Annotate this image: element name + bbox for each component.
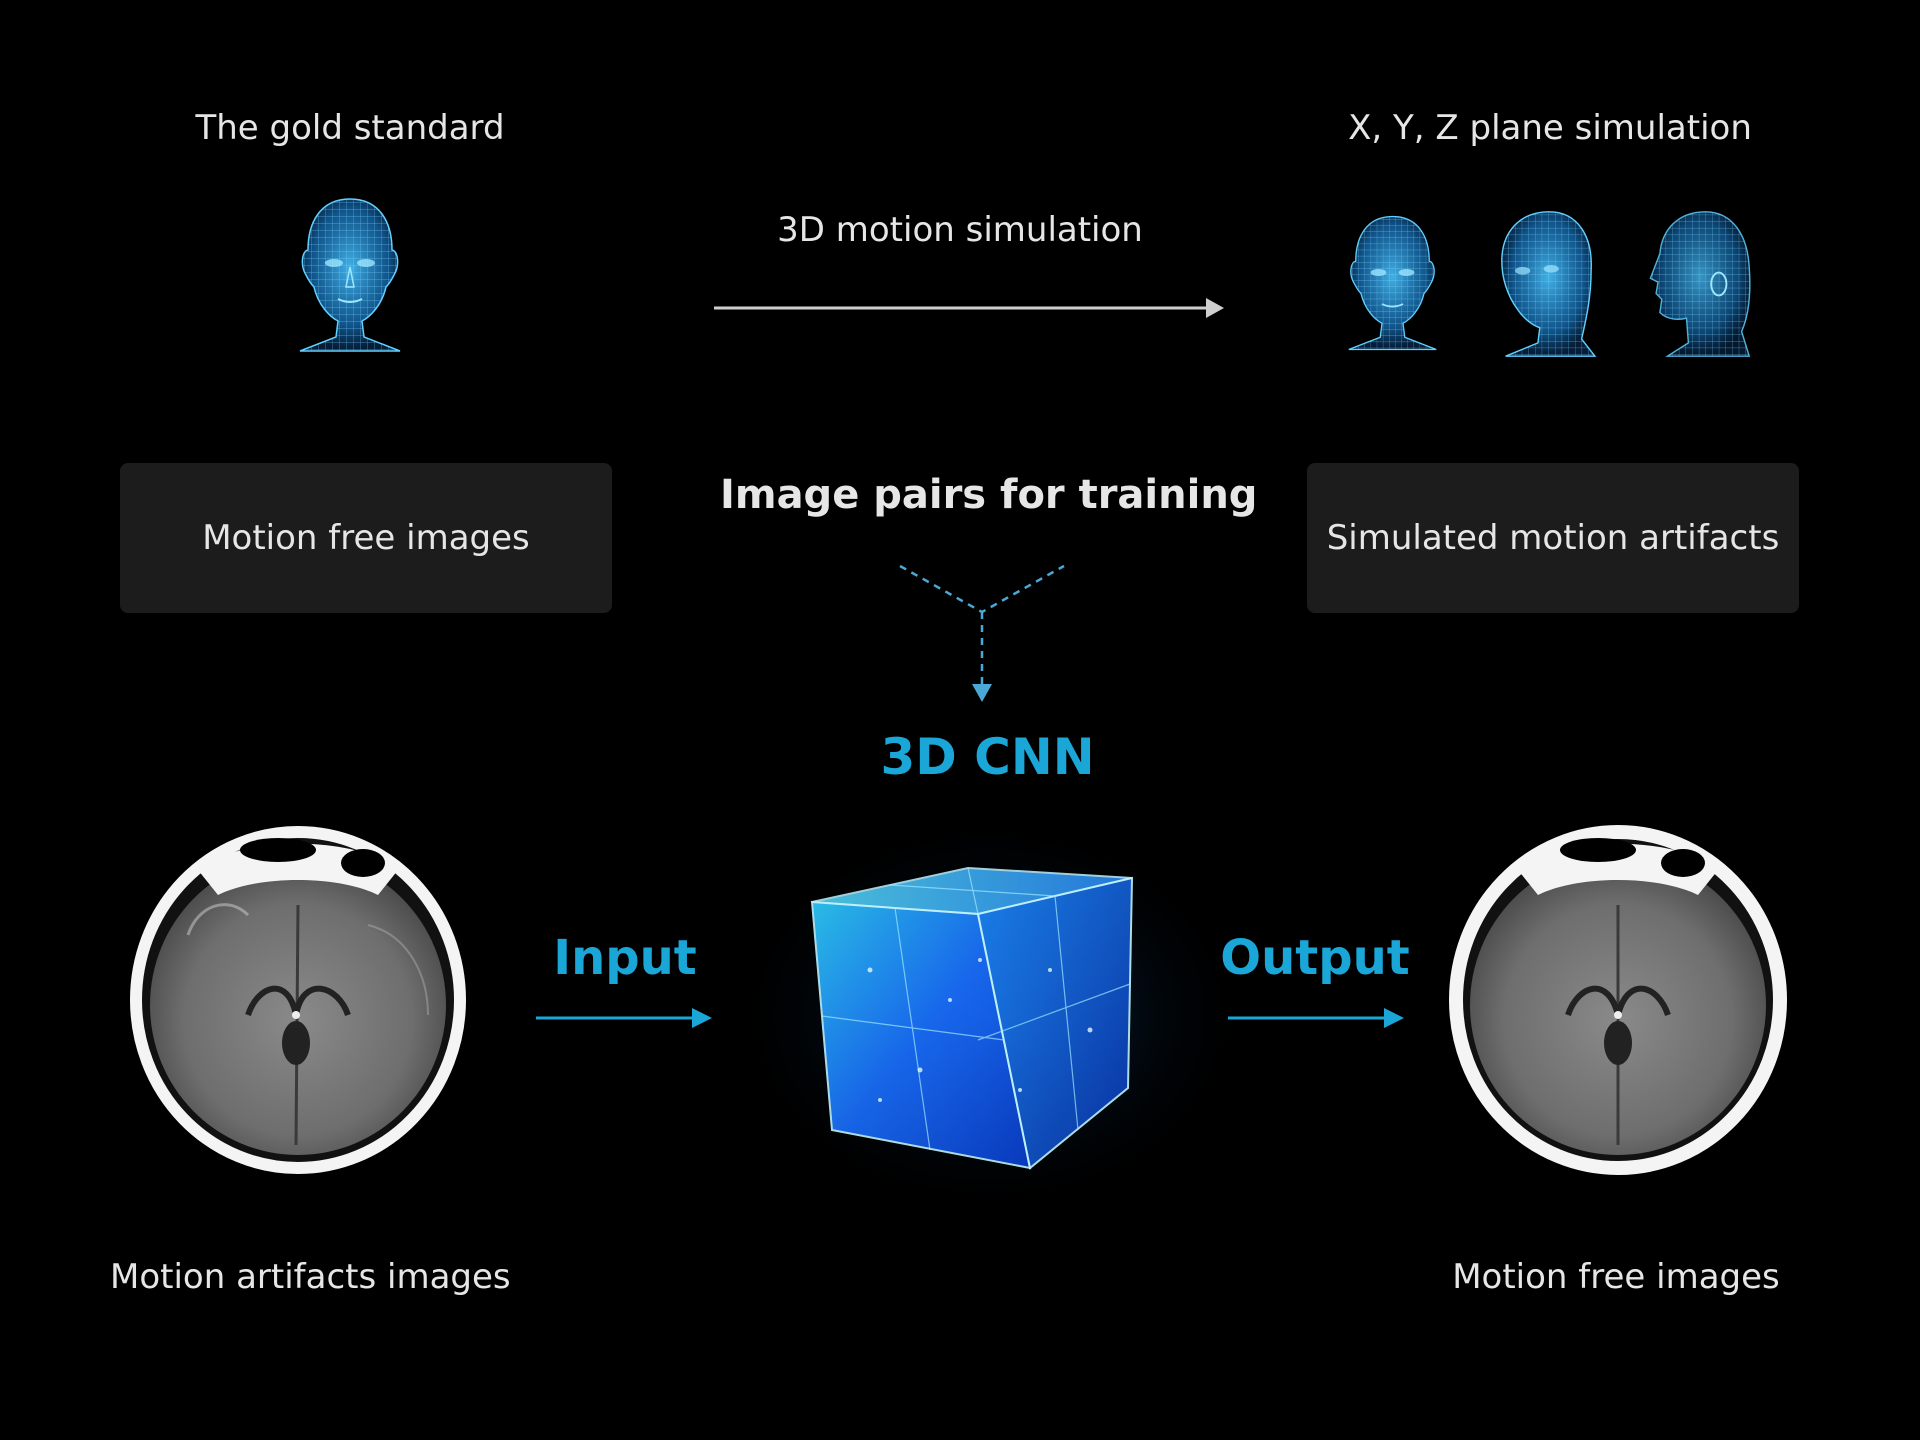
head-three-quarter-icon (1501, 211, 1597, 357)
input-label: Input (553, 930, 697, 986)
motion-simulation-arrow (714, 298, 1224, 318)
input-arrow (536, 1008, 712, 1028)
ct-scan-motion-free-image (1449, 825, 1787, 1175)
motion-free-images-box: Motion free images (120, 463, 612, 613)
head-front-icon (1348, 215, 1437, 351)
simulated-motion-artifacts-label: Simulated motion artifacts (1326, 518, 1780, 558)
simulated-motion-artifacts-box: Simulated motion artifacts (1307, 463, 1799, 613)
ct-scan-artifacts-image (130, 826, 466, 1174)
head-profile-icon (1649, 211, 1751, 357)
cnn-cube-icon (730, 815, 1250, 1215)
output-label: Output (1220, 930, 1410, 986)
motion-artifacts-caption: Motion artifacts images (110, 1257, 511, 1297)
head-front-icon (299, 198, 401, 352)
xyz-plane-label: X, Y, Z plane simulation (1348, 108, 1752, 148)
training-pairs-arrow (899, 564, 1065, 702)
image-pairs-label: Image pairs for training (720, 472, 1258, 518)
motion-free-images-label: Motion free images (202, 518, 530, 558)
output-arrow (1228, 1008, 1404, 1028)
cnn-label: 3D CNN (880, 728, 1095, 786)
motion-free-caption: Motion free images (1452, 1257, 1780, 1297)
gold-standard-label: The gold standard (195, 108, 505, 148)
motion-simulation-label: 3D motion simulation (777, 210, 1143, 250)
